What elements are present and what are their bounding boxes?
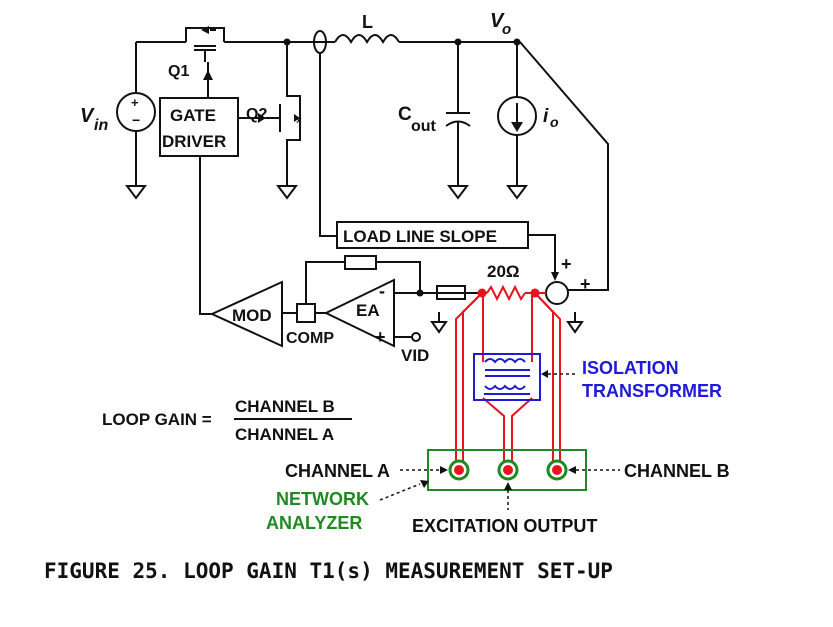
control-loop: LOAD LINE SLOPE + + 20Ω EA - + VID COMP (199, 156, 591, 365)
svg-text:×: × (296, 116, 302, 127)
loop-gain-lhs: LOOP GAIN = (102, 410, 212, 429)
channel-a-port-icon (448, 459, 470, 481)
vin-label: V (80, 105, 95, 127)
loop-gain-denominator: CHANNEL A (235, 425, 334, 444)
svg-text:+: + (580, 274, 591, 294)
cout-subscript: out (411, 118, 437, 135)
comp-label: COMP (286, 330, 334, 347)
summing-junction-icon (545, 281, 569, 305)
vo-subscript: o (502, 21, 511, 38)
cout-label: C (398, 104, 412, 125)
mod-label: MOD (232, 306, 272, 325)
gate-driver-line2: DRIVER (162, 132, 226, 151)
channel-b-port-icon (546, 459, 568, 481)
channel-b-label: CHANNEL B (624, 461, 730, 481)
ea-label: EA (356, 301, 380, 320)
ea-feedback-resistor-icon (344, 255, 377, 270)
error-amplifier-icon (323, 278, 395, 348)
vid-label: VID (401, 346, 429, 365)
power-stage: Q1 + − V in GATE DRIVER × Q2 (80, 10, 609, 291)
isolation-transformer-icon (473, 353, 541, 401)
inductor-icon (334, 34, 400, 45)
network-analyzer-line2: ANALYZER (266, 513, 362, 533)
comp-node-icon (296, 303, 316, 323)
svg-text:+: + (375, 327, 386, 347)
gate-driver-line1: GATE (170, 106, 216, 125)
load-line-slope-label: LOAD LINE SLOPE (343, 227, 497, 246)
q2-mosfet-icon: × (266, 42, 302, 186)
io-subscript: o (550, 114, 559, 130)
injection-network (455, 284, 561, 462)
q1-mosfet-icon (185, 26, 225, 62)
resistor-label: 20Ω (487, 262, 520, 281)
vin-subscript: in (94, 117, 108, 134)
figure-caption: FIGURE 25. LOOP GAIN T1(s) MEASUREMENT S… (44, 559, 613, 583)
q2-label: Q2 (246, 106, 267, 123)
isolation-label-line1: ISOLATION (582, 358, 679, 378)
loop-gain-numerator: CHANNEL B (235, 397, 335, 416)
loop-gain-formula: LOOP GAIN = CHANNEL B CHANNEL A (102, 397, 352, 444)
svg-text:+: + (131, 95, 139, 110)
svg-text:+: + (561, 254, 572, 274)
vo-label: V (490, 10, 505, 32)
network-analyzer-line1: NETWORK (276, 489, 369, 509)
channel-a-label: CHANNEL A (285, 461, 390, 481)
excitation-output-label: EXCITATION OUTPUT (412, 516, 597, 536)
svg-text:−: − (132, 112, 140, 128)
io-label: i (543, 106, 549, 127)
isolation-label-line2: TRANSFORMER (582, 381, 722, 401)
network-analyzer: CHANNEL A CHANNEL B EXCITATION OUTPUT NE… (266, 449, 730, 536)
modulator-icon (209, 280, 283, 348)
inductor-label: L (362, 12, 373, 32)
vid-terminal-icon (411, 332, 421, 342)
excitation-port-icon (497, 459, 519, 481)
svg-text:-: - (379, 281, 385, 301)
q1-label: Q1 (168, 63, 189, 80)
injection-resistor-icon (486, 284, 526, 302)
